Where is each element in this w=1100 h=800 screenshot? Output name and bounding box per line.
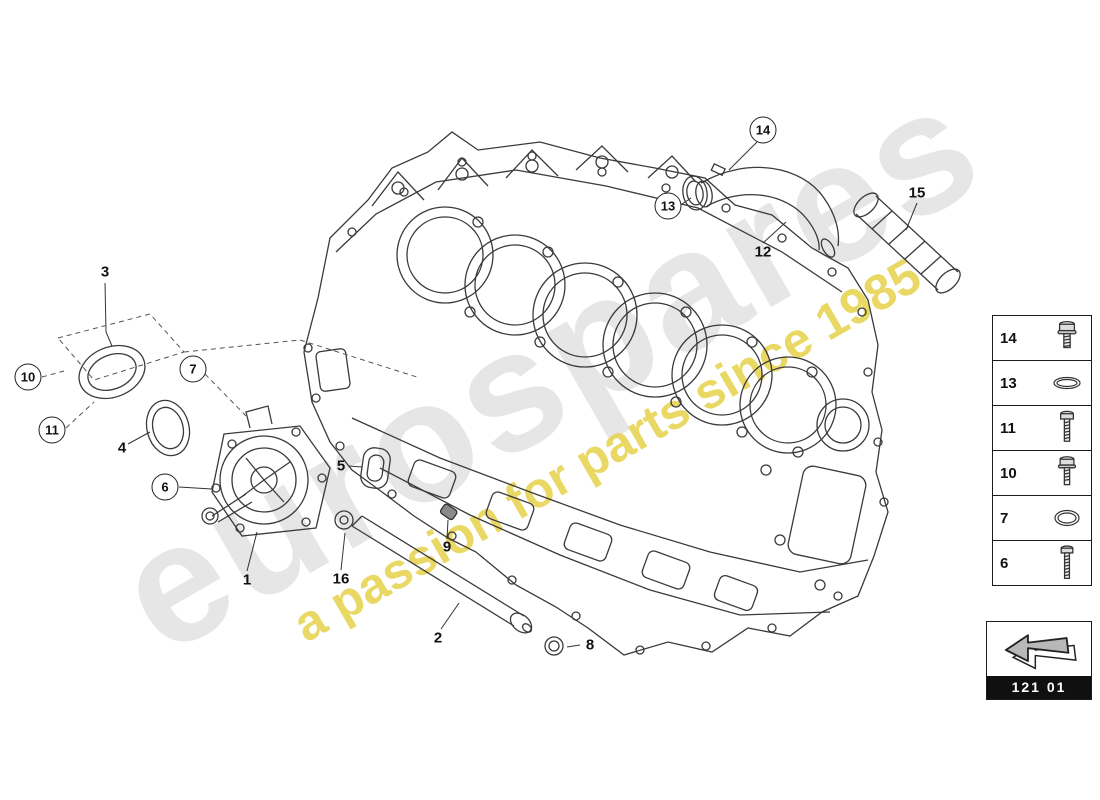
legend-item-number: 10	[1000, 464, 1017, 482]
callout-4[interactable]: 4	[117, 439, 127, 457]
callout-16[interactable]: 16	[332, 570, 350, 588]
callout-6[interactable]: 6	[151, 473, 179, 501]
callout-3[interactable]: 3	[100, 263, 110, 281]
legend-row-14[interactable]: 14	[993, 316, 1091, 361]
legend-row-11[interactable]: 11	[993, 406, 1091, 451]
legend-row-6[interactable]: 6	[993, 541, 1091, 585]
leader-lines	[104, 141, 918, 648]
legend-row-7[interactable]: 7	[993, 496, 1091, 541]
flange-bolt-icon	[1057, 320, 1077, 349]
legend-row-13[interactable]: 13	[993, 361, 1091, 406]
hardware-legend: 14 13 11	[992, 315, 1092, 586]
callout-9[interactable]: 9	[442, 538, 452, 556]
bolt-icon	[1057, 456, 1077, 486]
legend-item-number: 7	[1000, 509, 1009, 527]
diagram-group-code: 121 01	[987, 676, 1091, 699]
bolt-icon	[1060, 410, 1074, 442]
stud-bolt-icon	[1060, 545, 1074, 579]
legend-row-10[interactable]: 10	[993, 451, 1091, 496]
callout-10[interactable]: 10	[14, 363, 42, 391]
legend-item-number: 6	[1000, 554, 1009, 572]
coolant-hoses	[682, 162, 961, 294]
legend-item-number: 13	[1000, 374, 1017, 392]
callout-1[interactable]: 1	[242, 571, 252, 589]
callout-2[interactable]: 2	[433, 629, 443, 647]
legend-item-number: 14	[1000, 329, 1017, 347]
diagram-group-box[interactable]: 121 01	[986, 621, 1092, 700]
callout-8[interactable]: 8	[585, 636, 595, 654]
callout-12[interactable]: 12	[754, 243, 772, 261]
callout-7[interactable]: 7	[179, 355, 207, 383]
legend-item-number: 11	[1000, 419, 1016, 437]
engine-block-outline	[303, 131, 889, 656]
o-ring-icon	[1054, 509, 1080, 527]
callout-5[interactable]: 5	[336, 457, 346, 475]
callout-14[interactable]: 14	[749, 116, 777, 144]
callout-11[interactable]: 11	[38, 416, 66, 444]
callout-15[interactable]: 15	[908, 184, 926, 202]
clamp-ring-icon	[1053, 376, 1081, 390]
leader-lines-dashed	[41, 313, 421, 429]
callout-13[interactable]: 13	[654, 192, 682, 220]
direction-arrow-icon	[1004, 634, 1077, 670]
water-pump-assembly	[78, 344, 564, 656]
